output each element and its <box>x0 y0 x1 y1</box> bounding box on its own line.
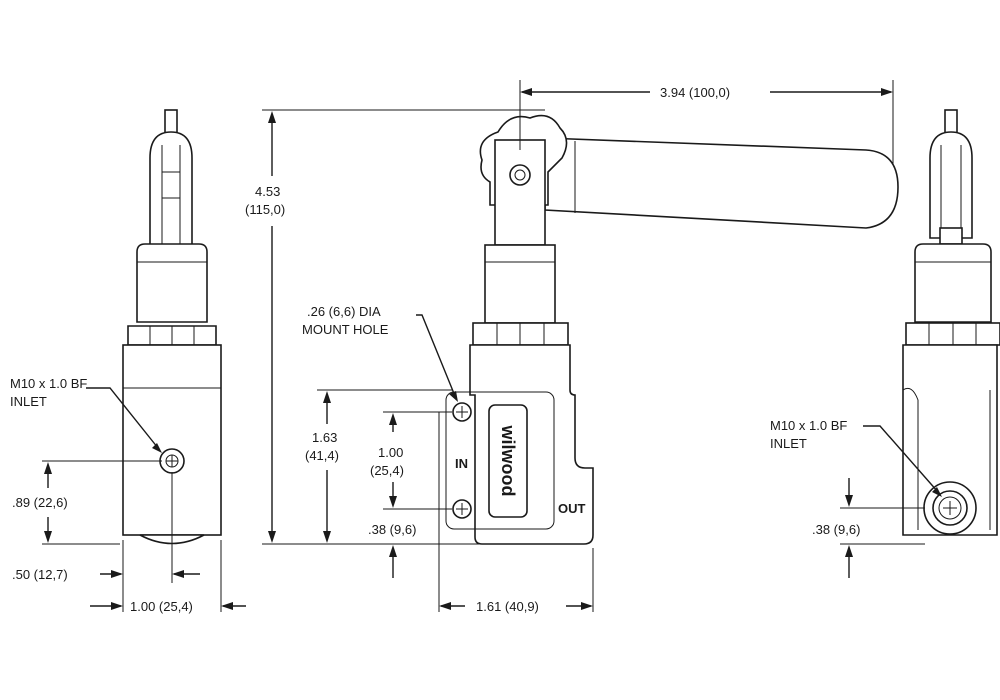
dim-base-to-hole-front: .38 (9,6) <box>368 522 416 537</box>
dim-body-depth: 1.61 (40,9) <box>476 599 539 614</box>
dim-base-to-hole-side: .38 (9,6) <box>812 522 860 537</box>
dim-hole-offset-mm: (41,4) <box>305 448 339 463</box>
port-out-label: OUT <box>558 501 586 516</box>
dim-hole-spacing-in: 1.00 <box>378 445 403 460</box>
dim-body-width: 1.00 (25,4) <box>130 599 193 614</box>
inlet-left-label-line1: M10 x 1.0 BF <box>10 376 87 391</box>
dim-inlet-offset: .50 (12,7) <box>12 567 68 582</box>
lever-handle <box>544 137 899 229</box>
inlet-left-label-line2: INLET <box>10 394 47 409</box>
dim-overall-width: 3.94 (100,0) <box>660 85 730 100</box>
mount-hole-label-line1: .26 (6,6) DIA <box>307 304 381 319</box>
port-in-label: IN <box>455 456 468 471</box>
wilwood-logo: wilwood <box>498 425 518 497</box>
left-side-view: M10 x 1.0 BF INLET .89 (22,6) .50 (12,7)… <box>10 109 246 614</box>
dim-overall-height-mm: (115,0) <box>245 202 285 217</box>
front-view: wilwood IN OUT .26 (6,6) DIA MOUNT HOLE … <box>245 80 899 614</box>
mount-hole-label-line2: MOUNT HOLE <box>302 322 389 337</box>
dim-hole-spacing-mm: (25,4) <box>370 463 404 478</box>
right-side-view: M10 x 1.0 BF INLET .38 (9,6) <box>770 109 1000 578</box>
dim-hole-offset-in: 1.63 <box>312 430 337 445</box>
dim-inlet-height: .89 (22,6) <box>12 495 68 510</box>
inlet-right-label-line2: INLET <box>770 436 807 451</box>
dim-overall-height-in: 4.53 <box>255 184 280 199</box>
inlet-right-label-line1: M10 x 1.0 BF <box>770 418 847 433</box>
